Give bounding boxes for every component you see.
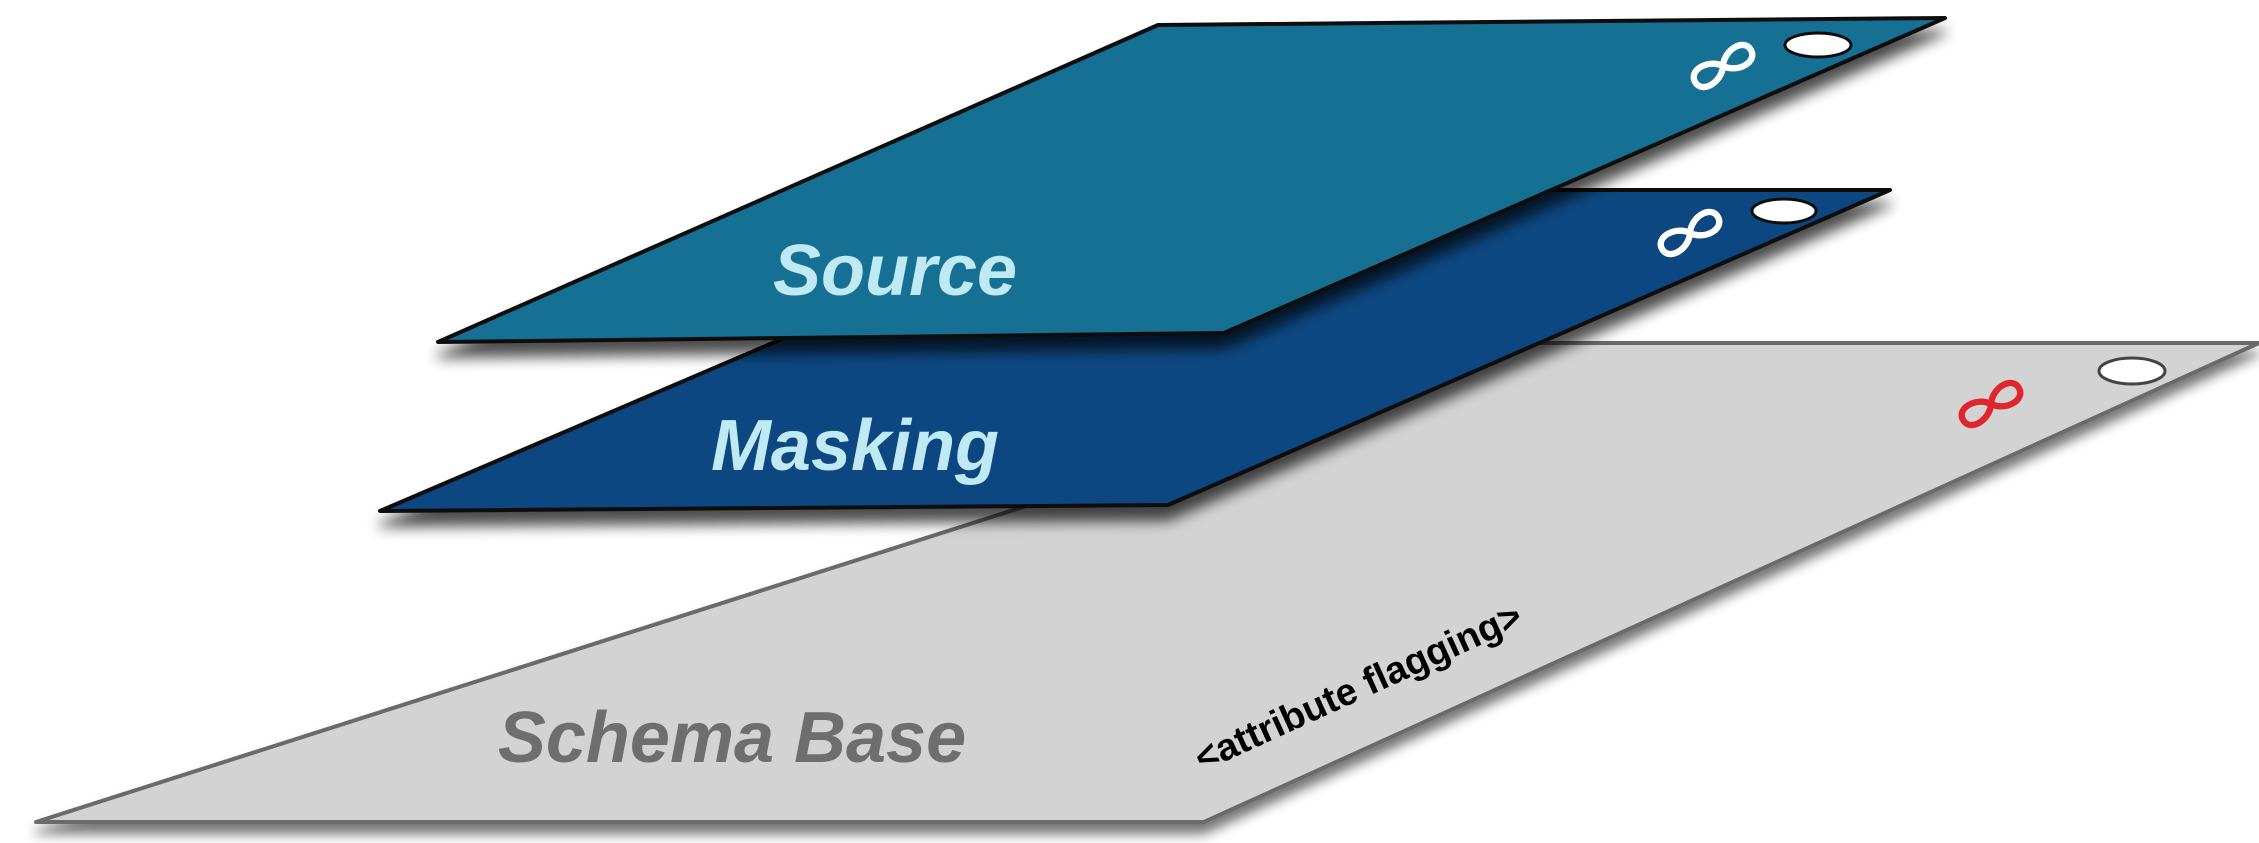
oval-toggle-icon[interactable] [1750, 197, 1818, 225]
infinity-icon[interactable] [1657, 208, 1723, 258]
source-label: Source [773, 231, 1017, 311]
oval-toggle-icon[interactable] [2097, 356, 2167, 386]
schema-base-label: Schema Base [498, 698, 966, 778]
infinity-icon[interactable] [1690, 41, 1756, 91]
infinity-icon[interactable] [1958, 379, 2024, 429]
source-plane [436, 16, 1947, 344]
layer-source: Source [436, 16, 1947, 344]
masking-label: Masking [711, 406, 999, 486]
oval-toggle-icon[interactable] [1783, 31, 1853, 59]
layer-schema-base: Schema Base <attribute flagging> [34, 341, 2259, 824]
